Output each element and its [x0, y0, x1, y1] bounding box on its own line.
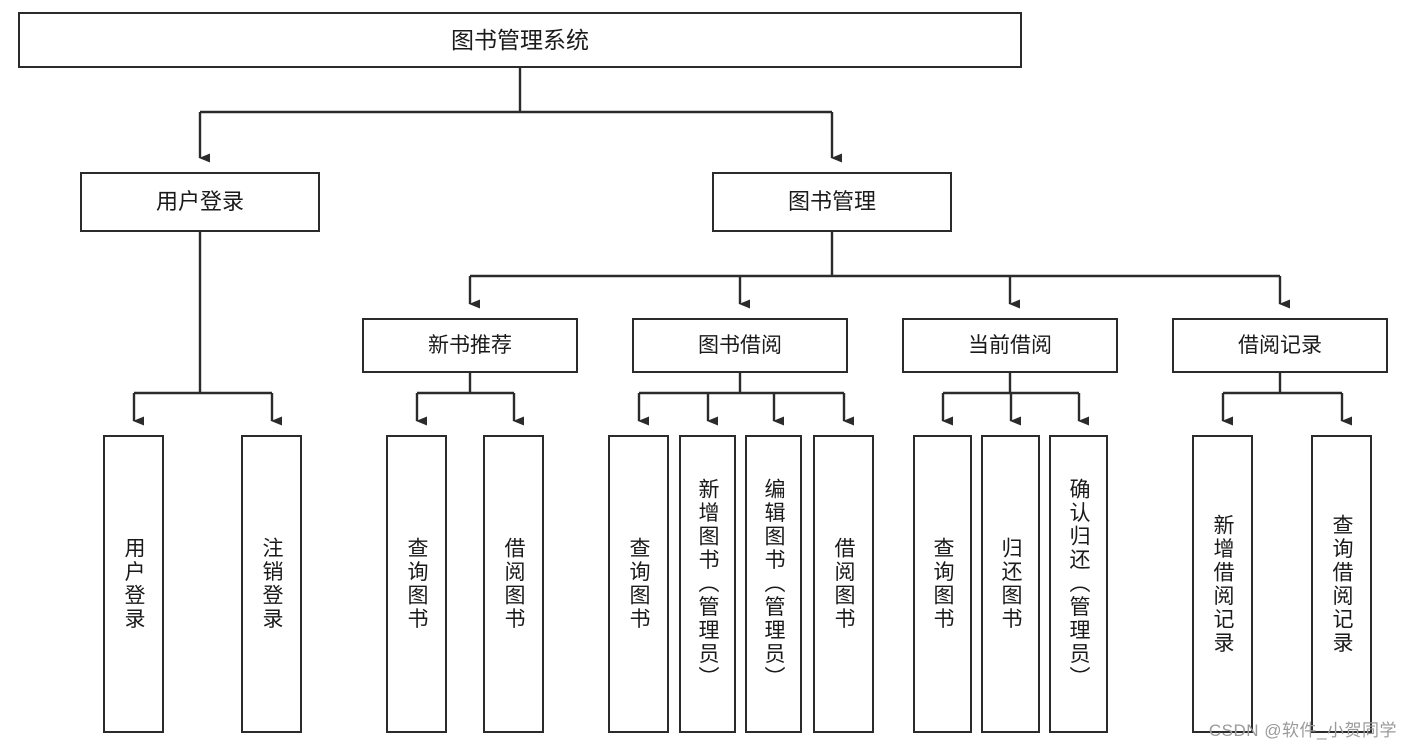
node-label: 用户登录	[155, 188, 244, 214]
node-label: 新增借阅记录	[1211, 513, 1234, 655]
node-leaf-add-record[interactable]: 新增借阅记录	[1192, 435, 1253, 733]
node-leaf-user-logout[interactable]: 注销登录	[241, 435, 302, 733]
node-current-loan[interactable]: 当前借阅	[902, 318, 1118, 373]
node-label: 借阅图书	[502, 537, 525, 631]
node-label: 图书借阅	[698, 333, 782, 357]
node-leaf-query-book-2[interactable]: 查询图书	[608, 435, 669, 733]
node-label: 新书推荐	[428, 333, 512, 357]
node-leaf-return-book[interactable]: 归还图书	[981, 435, 1040, 733]
node-user-login[interactable]: 用户登录	[80, 172, 320, 232]
node-label: 借阅记录	[1238, 333, 1322, 357]
node-label: 查询借阅记录	[1330, 513, 1353, 655]
node-label: 归还图书	[999, 537, 1022, 631]
node-leaf-user-login[interactable]: 用户登录	[103, 435, 164, 733]
node-label: 用户登录	[122, 537, 145, 631]
node-label: 查询图书	[405, 537, 428, 631]
node-label: 当前借阅	[968, 333, 1052, 357]
node-leaf-borrow-book-2[interactable]: 借阅图书	[813, 435, 874, 733]
node-book-borrow[interactable]: 图书借阅	[632, 318, 848, 373]
node-label: 图书管理	[787, 188, 876, 214]
node-label: 编辑图书（管理员）	[762, 478, 785, 690]
node-leaf-confirm-return[interactable]: 确认归还（管理员）	[1049, 435, 1108, 733]
node-root[interactable]: 图书管理系统	[18, 12, 1022, 68]
node-leaf-query-book-3[interactable]: 查询图书	[913, 435, 972, 733]
node-label: 新增图书（管理员）	[696, 478, 719, 690]
node-label: 图书管理系统	[451, 26, 589, 53]
node-leaf-borrow-book-1[interactable]: 借阅图书	[483, 435, 544, 733]
node-book-mgmt[interactable]: 图书管理	[712, 172, 952, 232]
node-loan-record[interactable]: 借阅记录	[1172, 318, 1388, 373]
node-leaf-add-book[interactable]: 新增图书（管理员）	[679, 435, 736, 733]
node-leaf-query-record[interactable]: 查询借阅记录	[1311, 435, 1372, 733]
node-leaf-edit-book[interactable]: 编辑图书（管理员）	[745, 435, 802, 733]
node-leaf-query-book-1[interactable]: 查询图书	[386, 435, 447, 733]
node-label: 查询图书	[931, 537, 954, 631]
node-label: 借阅图书	[832, 537, 855, 631]
node-label: 确认归还（管理员）	[1067, 478, 1090, 690]
csdn-watermark: CSDN @软件_小贺同学	[1208, 721, 1397, 740]
node-new-book-rec[interactable]: 新书推荐	[362, 318, 578, 373]
node-label: 查询图书	[627, 537, 650, 631]
node-label: 注销登录	[260, 537, 283, 631]
